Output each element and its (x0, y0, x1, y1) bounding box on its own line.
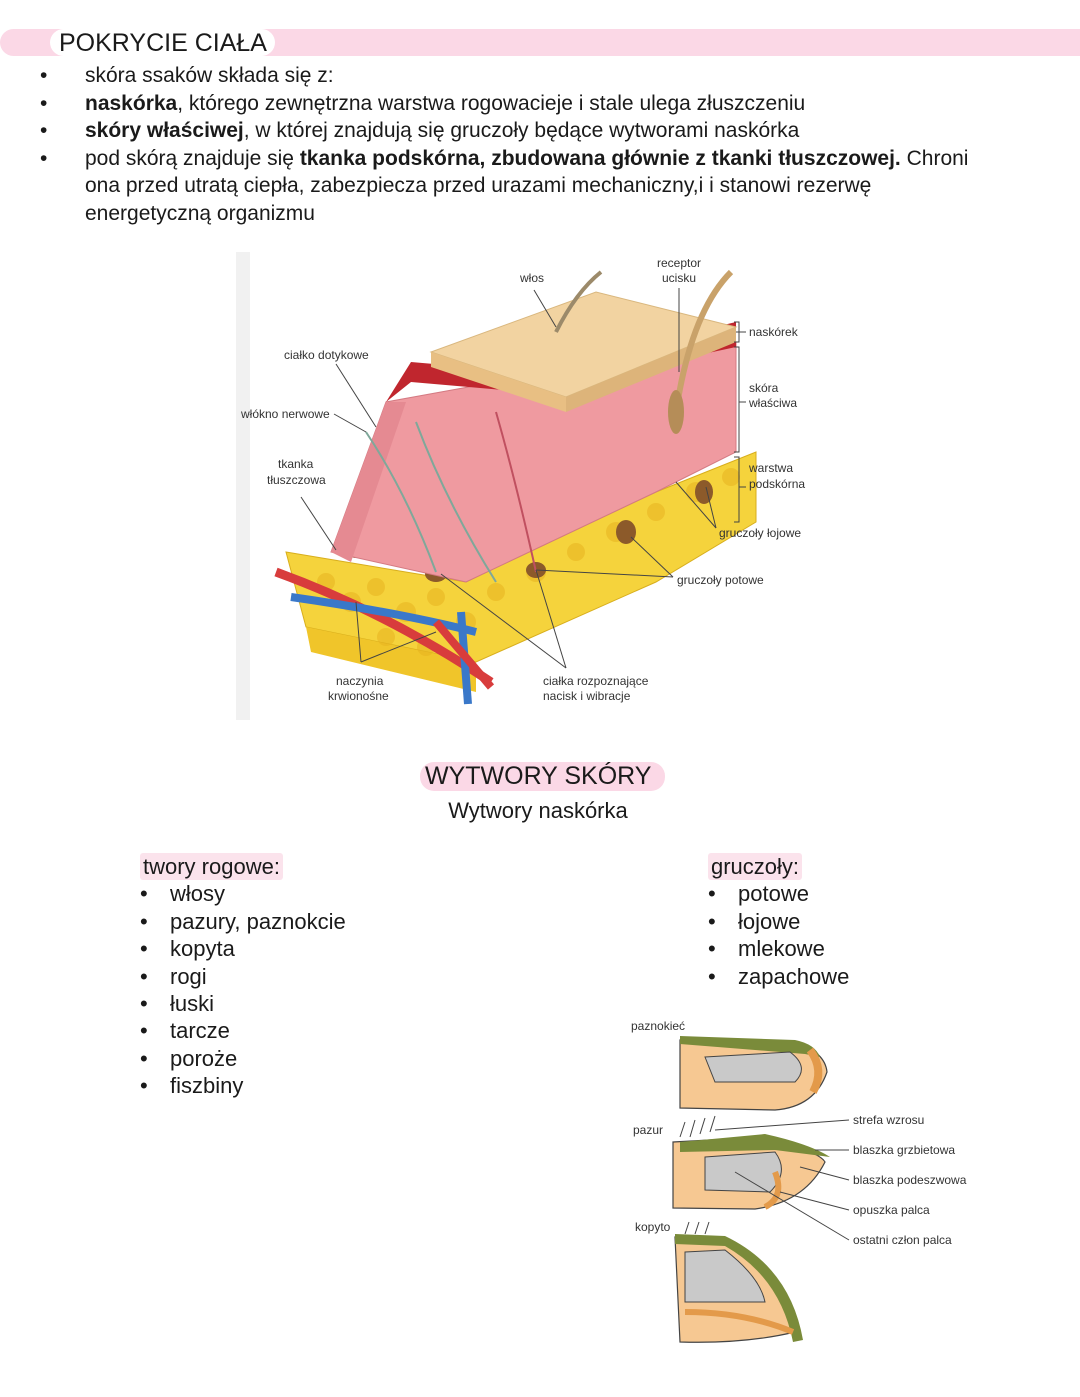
list-item: •kopyta (140, 936, 235, 962)
label-fat-tissue: tkanka (278, 457, 314, 471)
label-dorsal-plate: blaszka grzbietowa (853, 1143, 955, 1157)
label-blood-vessels-2: krwionośne (328, 689, 389, 703)
label-pressure-receptor-2: ucisku (662, 271, 696, 285)
label-sebaceous-glands: gruczoły łojowe (719, 526, 801, 540)
label-sweat-glands: gruczoły potowe (677, 573, 764, 587)
label-pacinian-2: nacisk i wibracje (543, 689, 631, 703)
horn-structures-list: twory rogowe: •włosy •pazury, paznokcie … (140, 853, 346, 1100)
label-hair: włos (519, 271, 544, 285)
list-item: •fiszbiny (140, 1073, 244, 1099)
label-hoof: kopyto (635, 1220, 671, 1234)
skin-cross-section-diagram: włos receptor ucisku naskórek skóra właś… (236, 252, 805, 720)
label-dermis-2: właściwa (748, 396, 797, 410)
label-subcutaneous-2: podskórna (749, 477, 805, 491)
list-item: •rogi (140, 963, 207, 989)
label-fat-tissue-2: tłuszczowa (267, 473, 326, 487)
label-claw: pazur (633, 1123, 663, 1137)
list-item: • skóry właściwej, w której znajdują się… (40, 119, 800, 143)
label-touch-corpuscle: ciałko dotykowe (284, 348, 369, 362)
label-epidermis: naskórek (749, 325, 799, 339)
list-heading: twory rogowe: (140, 853, 283, 881)
label-pacinian: ciałka rozpoznające (543, 674, 649, 688)
label-last-phalanx: ostatni człon palca (853, 1233, 952, 1247)
list-item: •tarcze (140, 1018, 230, 1044)
nail-claw-hoof-diagram: paznokieć pazur kopyto strefa wzrosu bla… (631, 1019, 967, 1343)
list-item: •zapachowe (708, 963, 850, 989)
section-subtitle: Wytwory naskórka (448, 798, 628, 823)
list-item: • skóra ssaków składa się z: (40, 64, 334, 87)
list-heading: gruczoły: (708, 853, 803, 881)
list-item: •potowe (708, 881, 809, 907)
label-dermis: skóra (749, 381, 779, 395)
list-item: •mlekowe (708, 936, 825, 962)
list-item: • naskórka, którego zewnętrzna warstwa r… (40, 91, 806, 115)
list-item: •łuski (140, 991, 215, 1017)
label-pressure-receptor: receptor (657, 256, 701, 270)
section-title-skin-derivatives: WYTWORY SKÓRY (420, 762, 666, 791)
label-growth-zone: strefa wzrosu (853, 1113, 924, 1127)
label-blood-vessels: naczynia (336, 674, 384, 688)
label-finger-pad: opuszka palca (853, 1203, 930, 1217)
label-subcutaneous: warstwa (748, 461, 793, 475)
section-title: POKRYCIE CIAŁA (50, 29, 275, 57)
list-item: •łojowe (708, 908, 801, 934)
bullet-list: • skóra ssaków składa się z: • naskórka,… (40, 62, 1040, 228)
label-ventral-plate: blaszka podeszwowa (853, 1173, 967, 1187)
list-item: • pod skórą znajduje się tkanka podskórn… (40, 146, 969, 225)
glands-list: gruczoły: •potowe •łojowe •mlekowe •zapa… (708, 853, 849, 990)
list-item: •poroże (140, 1045, 238, 1071)
label-nerve-fiber: włókno nerwowe (240, 407, 330, 421)
label-nail: paznokieć (631, 1019, 685, 1033)
list-item: •włosy (140, 881, 226, 907)
list-item: •pazury, paznokcie (140, 908, 346, 934)
